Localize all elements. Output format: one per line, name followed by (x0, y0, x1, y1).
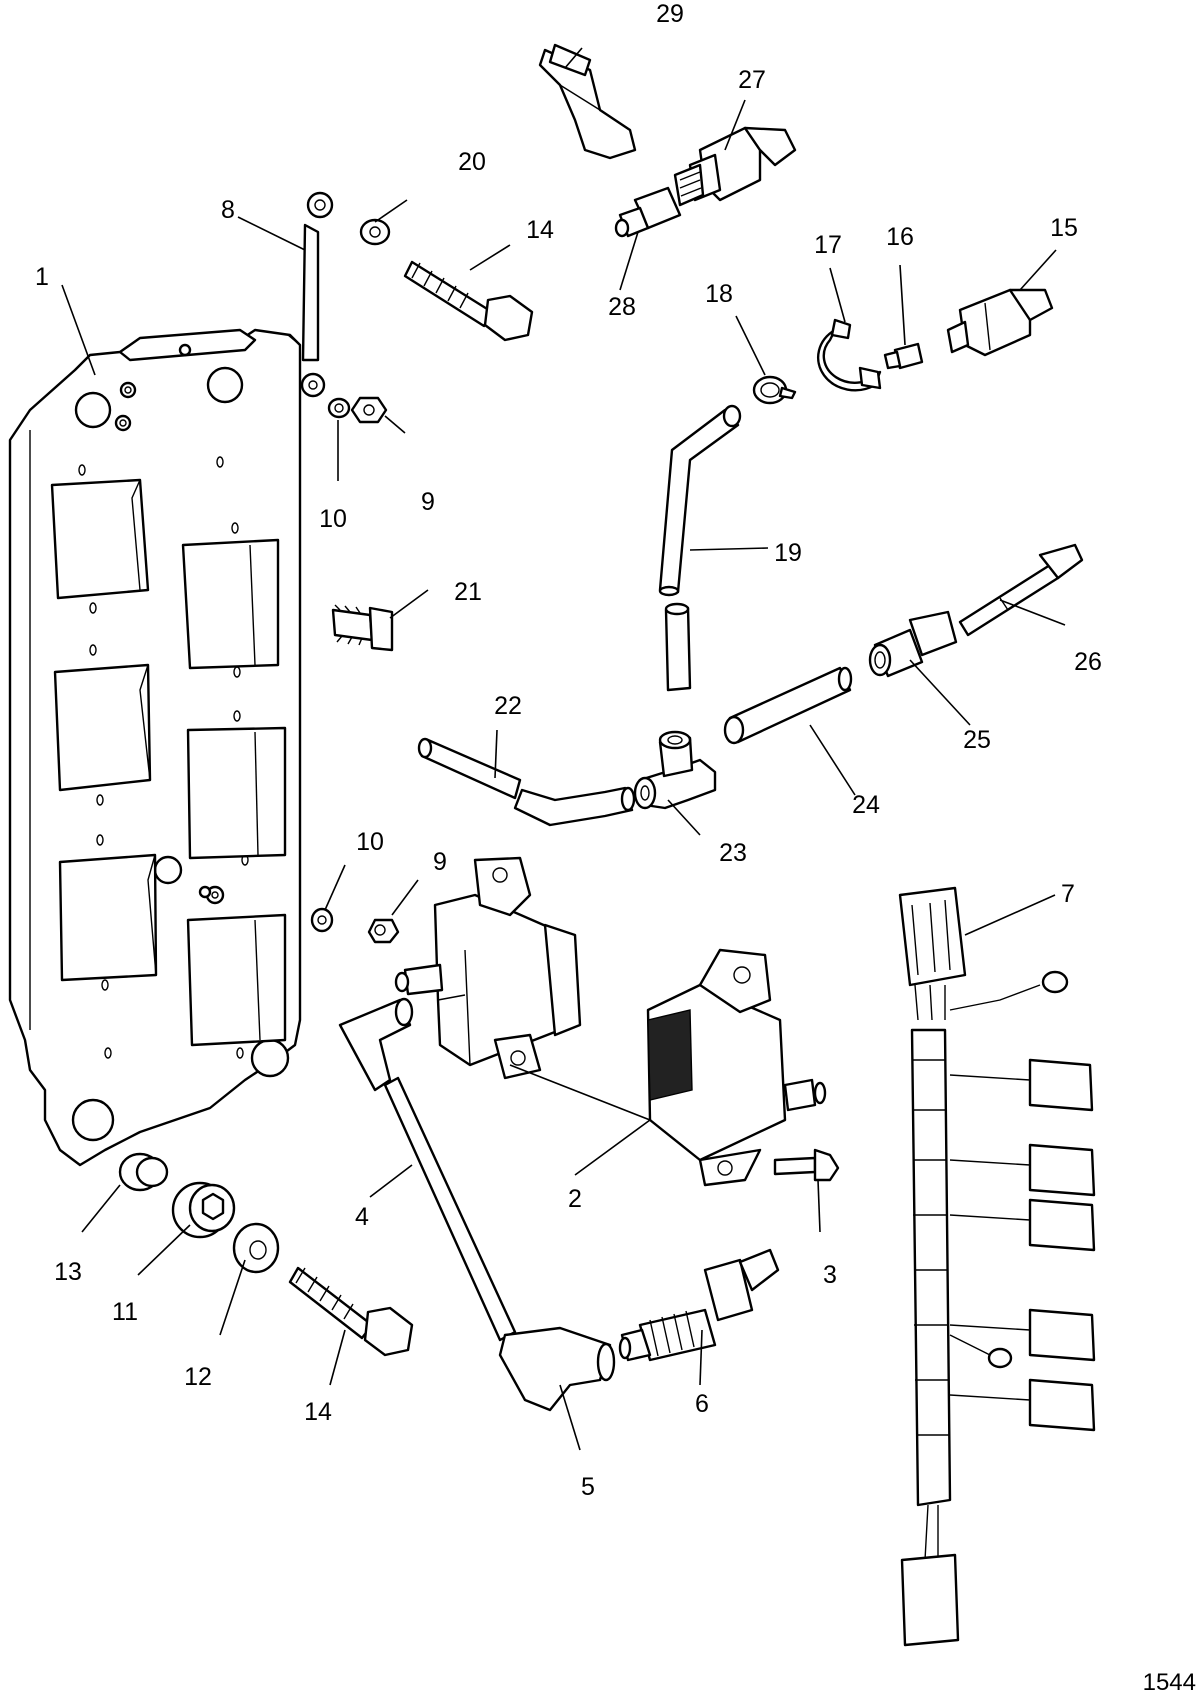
callout-7: 7 (1061, 880, 1075, 908)
callout-17: 17 (814, 231, 842, 259)
callout-23: 23 (719, 839, 747, 867)
pressure-sensor-27 (673, 126, 797, 207)
callout-18: 18 (705, 280, 733, 308)
callout-14-upper: 14 (526, 216, 554, 244)
callout-3: 3 (823, 1261, 837, 1289)
callout-6: 6 (695, 1390, 709, 1418)
callout-5: 5 (581, 1473, 595, 1501)
nut-lower (367, 918, 400, 944)
hose-19 (658, 404, 742, 692)
connector-25 (868, 610, 958, 678)
callout-10-upper: 10 (319, 505, 347, 533)
rod-26 (958, 543, 1084, 637)
ignition-coil-upper (394, 856, 582, 1080)
nut-upper (350, 396, 388, 424)
callout-25: 25 (963, 726, 991, 754)
callout-22: 22 (494, 692, 522, 720)
callout-15: 15 (1050, 214, 1078, 242)
callout-9-upper: 9 (421, 488, 435, 516)
callout-10-lower: 10 (356, 828, 384, 856)
callout-11: 11 (112, 1298, 138, 1326)
callout-4: 4 (355, 1203, 369, 1231)
callout-28: 28 (608, 293, 636, 321)
spark-plug-lead (338, 997, 616, 1412)
plug-13 (118, 1152, 169, 1192)
callout-20: 20 (458, 148, 486, 176)
hex-plug (171, 1181, 236, 1239)
callout-9-lower: 9 (433, 848, 447, 876)
callout-29: 29 (656, 0, 684, 28)
washer-upper (327, 397, 351, 419)
fitting-16 (883, 342, 924, 370)
hose-clamp-17 (816, 318, 882, 392)
callout-2: 2 (568, 1185, 582, 1213)
bolt-lower (288, 1266, 414, 1357)
retainer-plug (331, 604, 394, 652)
clamp (538, 43, 637, 160)
tee-fitting (633, 730, 717, 810)
pressure-sensor-15 (946, 288, 1054, 357)
bolt-3 (773, 1148, 840, 1182)
ground-strap (300, 191, 334, 398)
callout-1: 1 (35, 263, 49, 291)
spark-plug (618, 1248, 780, 1362)
callout-12: 12 (184, 1363, 212, 1391)
hose-22 (417, 737, 636, 827)
bolt-upper (403, 260, 534, 342)
callout-16: 16 (886, 223, 914, 251)
callout-labels: 1 2 3 4 5 6 7 8 9 9 10 10 11 12 13 14 14… (35, 0, 1196, 1696)
fitting-28 (614, 186, 682, 238)
mounting-plate (8, 328, 302, 1167)
callout-24: 24 (852, 791, 880, 819)
callout-27: 27 (738, 66, 766, 94)
callout-26: 26 (1074, 648, 1102, 676)
hose-24 (723, 666, 853, 745)
callout-14-lower: 14 (304, 1398, 332, 1426)
figure-number: 1544 (1143, 1669, 1196, 1696)
callout-13: 13 (54, 1258, 82, 1286)
washer-12 (232, 1222, 280, 1274)
washer-lower (310, 907, 334, 933)
leader-lines (61, 47, 1066, 1451)
callout-8: 8 (221, 196, 235, 224)
wiring-harness (898, 886, 1096, 1647)
ignition-coil-lower (646, 948, 827, 1187)
washer-20 (359, 218, 391, 246)
callout-21: 21 (454, 578, 482, 606)
hose-clamp-18 (752, 375, 797, 405)
callout-19: 19 (774, 539, 802, 567)
